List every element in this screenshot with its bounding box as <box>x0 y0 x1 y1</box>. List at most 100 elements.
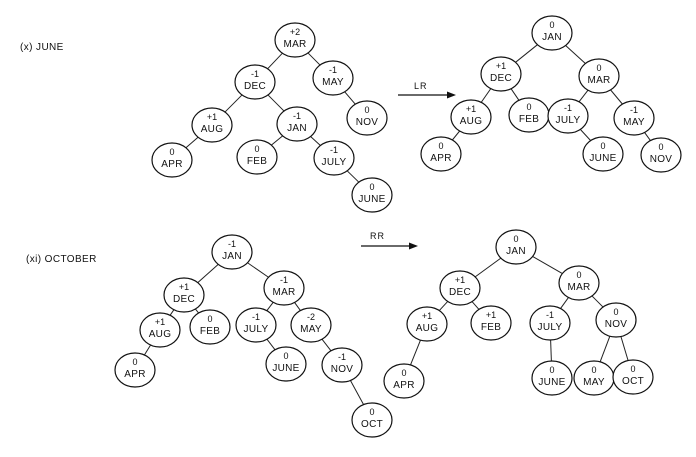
tree-june-before: +2MAR-1DEC-1MAY+1AUG-1JAN0NOV0APR0FEB-1J… <box>151 22 393 213</box>
node-circle <box>139 312 181 348</box>
node-circle <box>450 99 492 135</box>
node-label: JULY <box>556 115 581 126</box>
balance-factor: 0 <box>513 234 518 244</box>
node-circle <box>189 309 231 345</box>
balance-factor: +1 <box>455 275 465 285</box>
node-label: NOV <box>605 319 628 330</box>
june-after-edge-dec-feb <box>510 88 520 101</box>
node-circle <box>582 136 624 172</box>
node-label: MAR <box>272 287 295 298</box>
node-label: APR <box>124 369 145 380</box>
node-label: NOV <box>356 117 379 128</box>
node-circle <box>313 140 355 176</box>
balance-factor: -1 <box>338 352 346 362</box>
node-label: JAN <box>287 123 307 134</box>
node-circle <box>114 352 156 388</box>
october-before-edge-jan-mar <box>247 262 269 278</box>
june-after-edge-mar-may <box>610 89 623 105</box>
balance-factor: 0 <box>364 105 369 115</box>
rotation-arrow-rr: RR <box>361 231 418 250</box>
node-label: DEC <box>449 287 471 298</box>
june-after-edge-july-june <box>579 129 592 141</box>
balance-factor: +1 <box>207 112 217 122</box>
node-circle <box>547 98 589 134</box>
node-label: MAR <box>567 282 590 293</box>
balance-factor: +1 <box>466 104 476 114</box>
node-circle <box>480 56 522 92</box>
balance-factor: 0 <box>591 365 596 375</box>
balance-factor: -1 <box>280 275 288 285</box>
node-label: DEC <box>173 294 195 305</box>
balance-factor: -1 <box>546 310 554 320</box>
tree-october-after: 0JAN+1DEC0MAR+1AUG+1FEB-1JULY0NOV0APR0JU… <box>383 229 654 399</box>
october-before-edge-dec-aug <box>169 309 175 316</box>
node-circle <box>558 265 600 301</box>
node-circle <box>274 22 316 58</box>
balance-factor: 0 <box>369 407 374 417</box>
october-after-edge-nov-oct <box>620 336 629 361</box>
balance-factor: +1 <box>155 317 165 327</box>
june-before-edge-july-june <box>346 170 360 183</box>
node-circle <box>236 139 278 175</box>
node-label: AUG <box>149 329 172 340</box>
node-label: OCT <box>361 419 383 430</box>
node-circle <box>578 58 620 94</box>
june-after-edge-mar-july <box>578 89 589 103</box>
node-label: MAY <box>300 324 322 335</box>
node-label: AUG <box>201 124 224 135</box>
node-label: MAY <box>322 77 344 88</box>
arrow-head-rr <box>409 242 418 250</box>
balance-factor: 0 <box>526 102 531 112</box>
october-after-edge-mar-nov <box>591 295 604 308</box>
june-before-edge-dec-jan <box>267 94 285 112</box>
june-after-edge-may-nov <box>644 132 651 141</box>
node-label: APR <box>430 153 451 164</box>
balance-factor: +1 <box>486 310 496 320</box>
node-label: OCT <box>622 376 644 387</box>
node-label: JAN <box>542 32 562 43</box>
node-circle <box>595 302 637 338</box>
balance-factor: 0 <box>207 314 212 324</box>
june-before-edge-jan-july <box>310 136 321 146</box>
october-after-edge-nov-may <box>599 336 611 362</box>
october-before-edge-dec-feb <box>194 308 200 314</box>
october-before-edge-mar-july <box>266 301 274 312</box>
october-before-edge-mar-may <box>294 302 301 311</box>
node-circle <box>420 136 462 172</box>
node-circle <box>163 277 205 313</box>
october-after-edge-jan-mar <box>532 256 563 274</box>
node-circle <box>406 306 448 342</box>
balance-factor: 0 <box>169 147 174 157</box>
node-label: MAR <box>587 75 610 86</box>
balance-factor: -2 <box>307 312 315 322</box>
node-label: JUNE <box>589 153 616 164</box>
node-circle <box>529 305 571 341</box>
june-before-edge-aug-apr <box>185 136 199 149</box>
balance-factor: 0 <box>132 357 137 367</box>
balance-factor: -1 <box>564 103 572 113</box>
node-label: MAY <box>623 117 645 128</box>
october-after-edge-dec-feb <box>471 301 480 310</box>
node-label: MAR <box>283 39 306 50</box>
rotation-arrow-lr: LR <box>398 81 456 99</box>
